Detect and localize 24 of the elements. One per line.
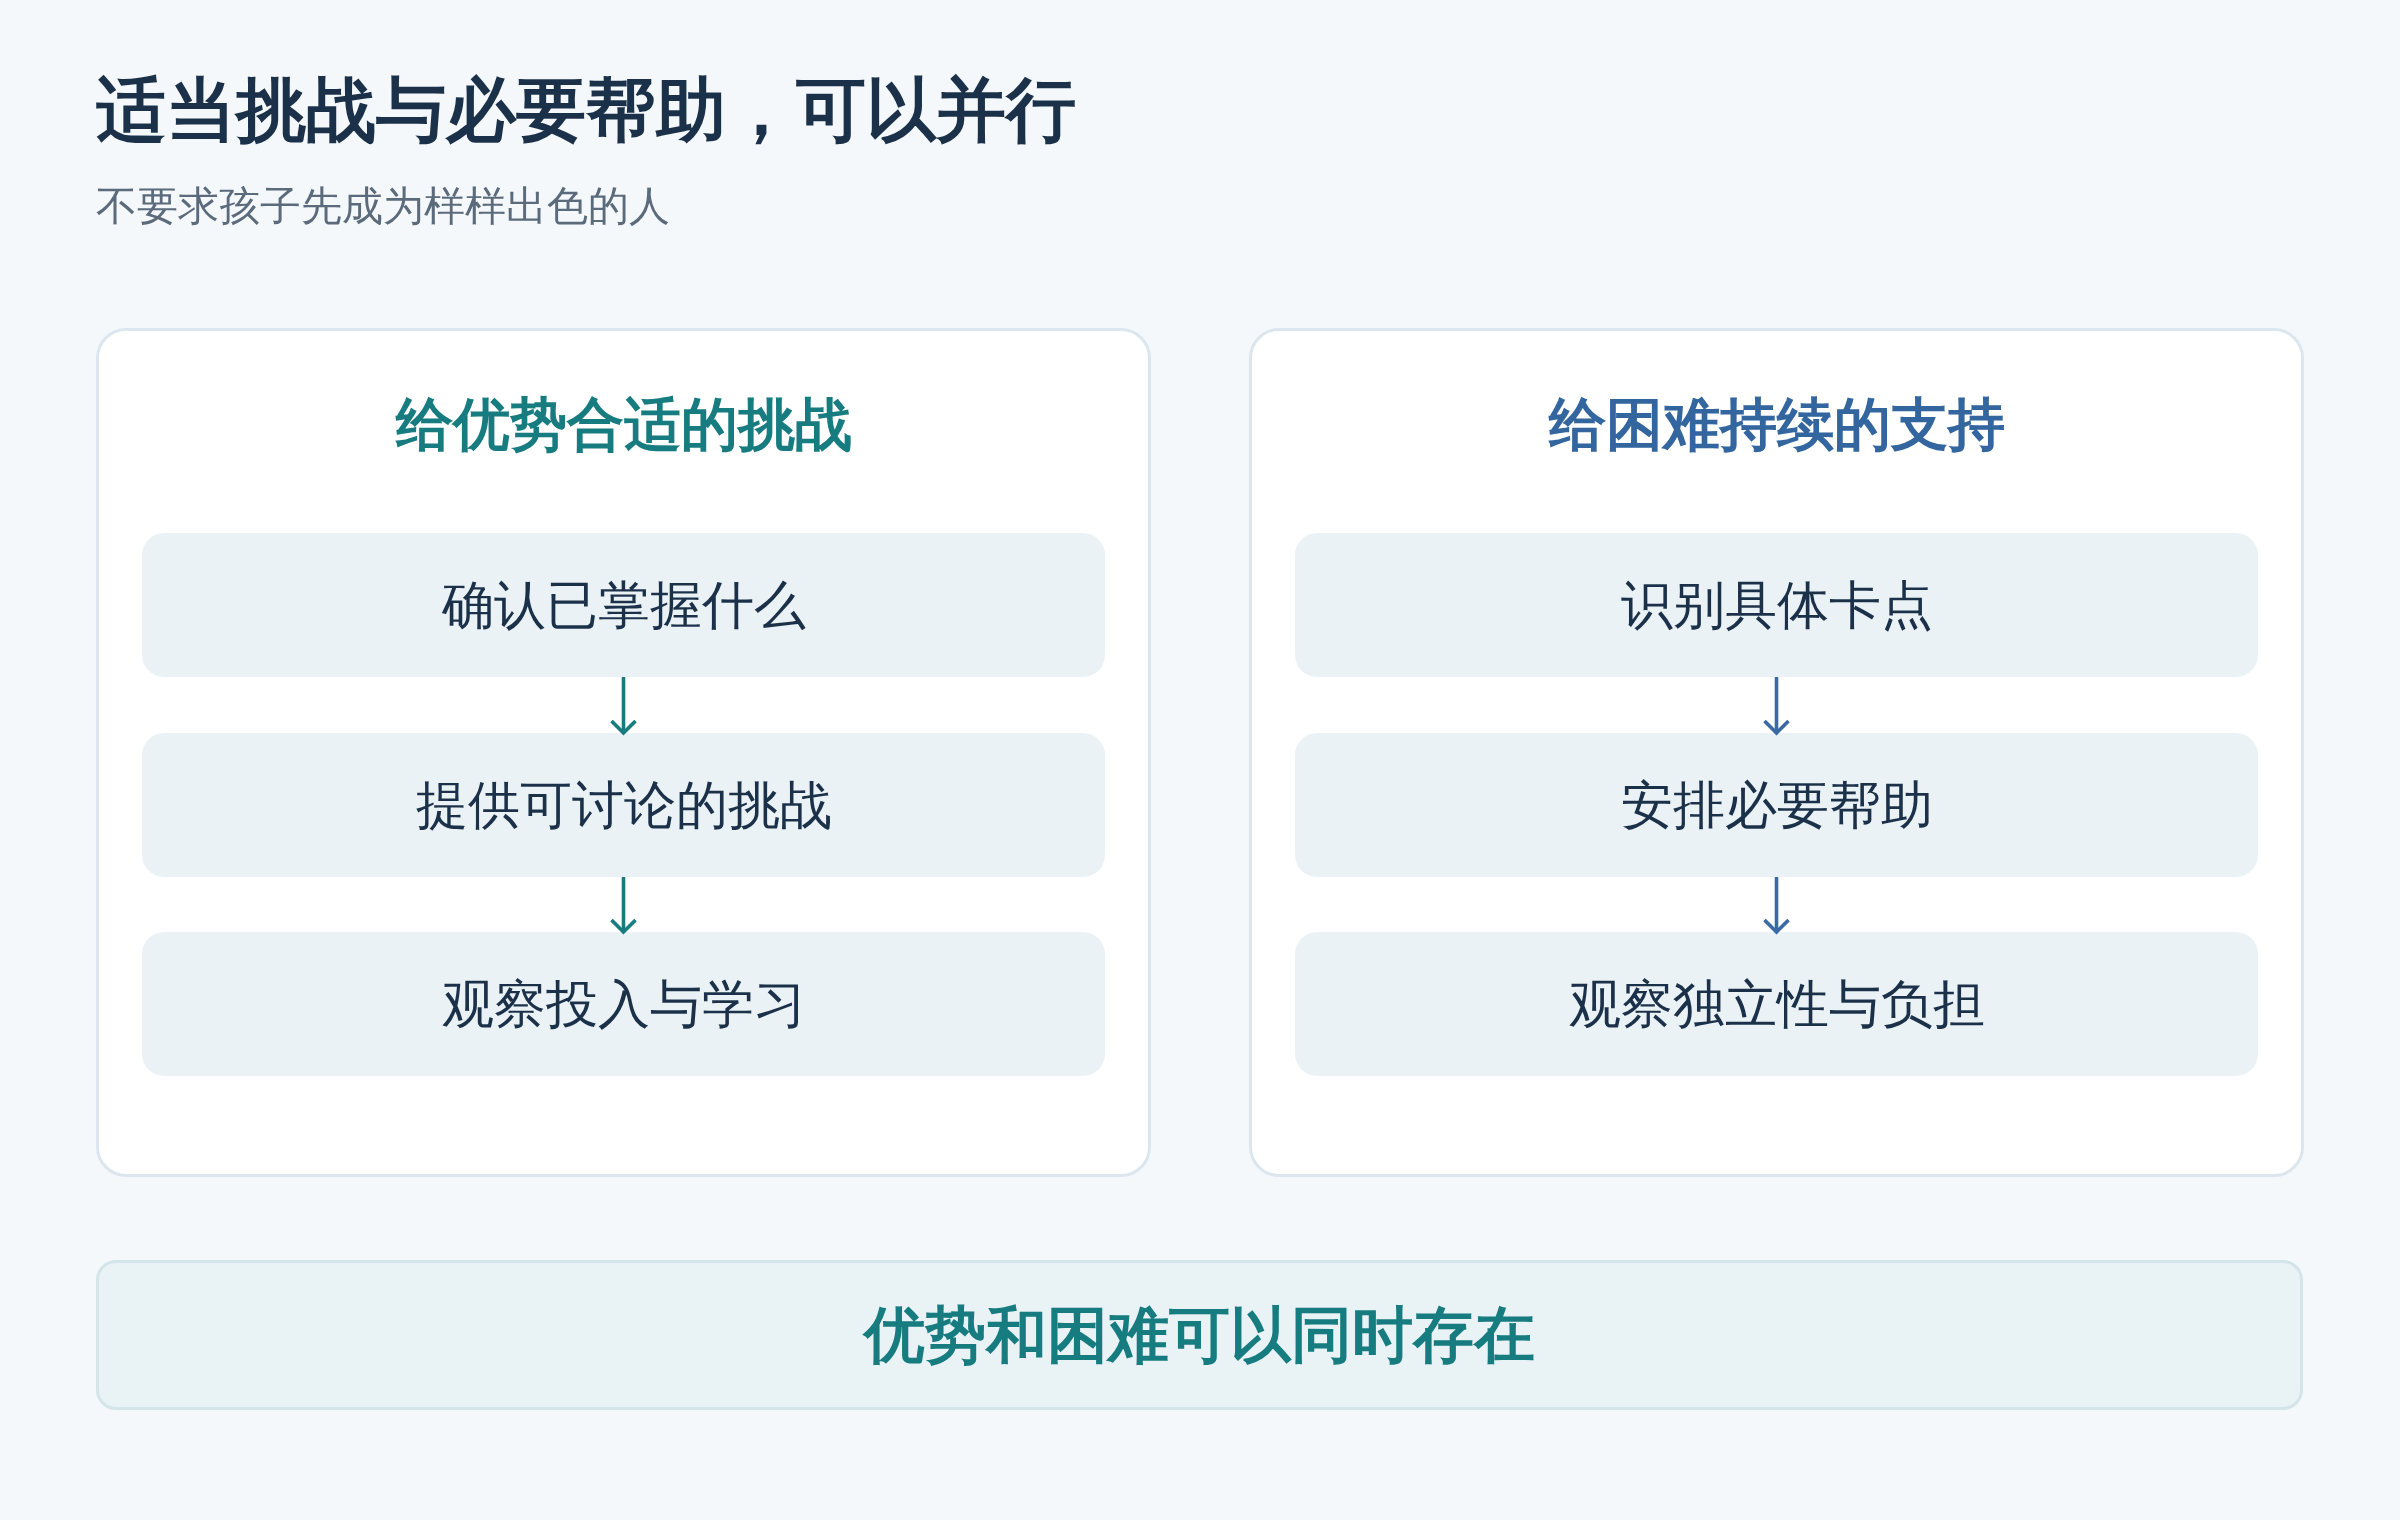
step-text: 观察独立性与负担 [1568,972,1985,1036]
step-text: 提供可讨论的挑战 [415,773,832,837]
summary-band [96,1260,2303,1410]
step-text: 识别具体卡点 [1620,573,1933,637]
diagram-title: 适当挑战与必要帮助，可以并行 [96,68,1076,152]
panel-heading: 给困难持续的支持 [1548,391,2005,457]
step-box [1295,733,2258,877]
arrow [609,677,638,735]
step-box [1295,932,2258,1076]
arrow [1762,677,1791,735]
step-box [142,932,1105,1076]
panel-card [1249,328,2304,1177]
step-box [142,533,1105,677]
arrow [609,877,638,934]
subtitle-text: 不要求孩子先成为样样出色的人 [96,181,670,232]
step-box [142,733,1105,877]
step-text: 确认已掌握什么 [441,573,806,637]
arrow [1762,877,1791,934]
panel-card [96,328,1151,1177]
step-text: 安排必要帮助 [1620,773,1933,837]
summary-text: 优势和困难可以同时存在 [864,1297,1535,1372]
step-box [1295,533,2258,677]
panel-heading: 给优势合适的挑战 [395,391,852,457]
step-text: 观察投入与学习 [441,972,806,1036]
